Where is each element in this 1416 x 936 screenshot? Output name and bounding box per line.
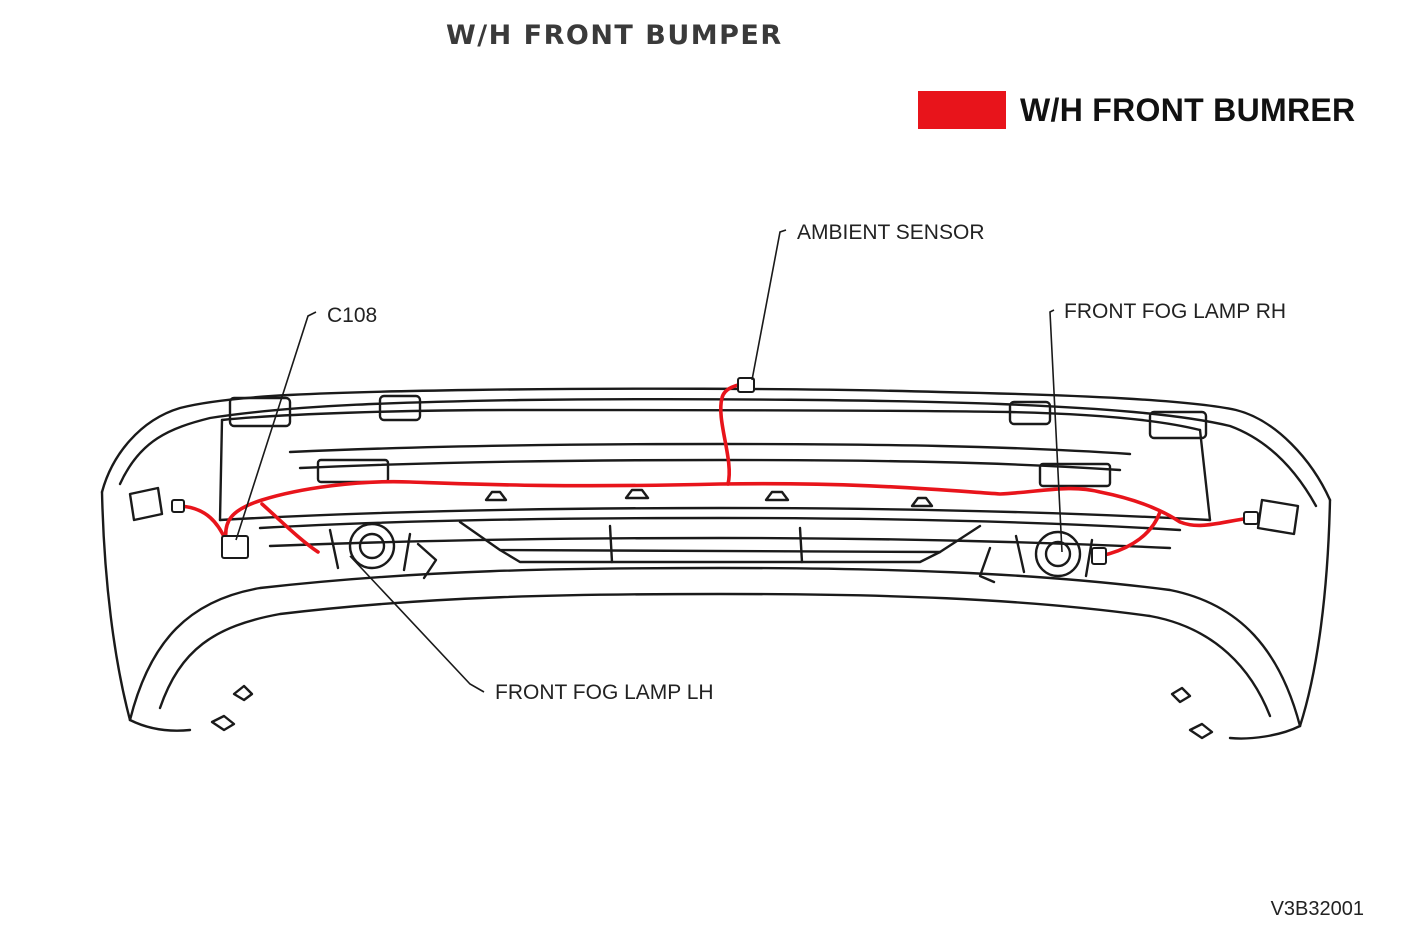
bumper-outline xyxy=(100,387,1332,740)
left-end-connector xyxy=(171,499,185,513)
bumper-top-edge xyxy=(100,387,1332,502)
legend: W/H FRONT BUMRER xyxy=(918,90,1355,130)
lower-lip-inner xyxy=(158,592,1272,718)
harness-main-trunk xyxy=(223,479,1252,542)
tab-bottom-left-2 xyxy=(210,714,236,732)
tab-bottom-right-2 xyxy=(1188,722,1214,740)
diagram-id: V3B32001 xyxy=(1270,898,1364,920)
bracket-right-2 xyxy=(1008,400,1052,426)
fog-lamp-lh-housing xyxy=(348,522,396,570)
clip-2 xyxy=(624,488,650,500)
bottom-edge-right xyxy=(1228,724,1302,740)
harness-fog-rh-branch xyxy=(1098,510,1162,558)
fog-lamp-rh-housing xyxy=(1034,530,1082,578)
harness-c108-drop xyxy=(260,502,320,554)
vent-left xyxy=(128,486,164,522)
bottom-edge-left xyxy=(128,718,192,732)
leader-c108 xyxy=(235,311,317,541)
lower-lip-outer xyxy=(128,566,1302,728)
fog-rh-connector xyxy=(1091,547,1107,565)
inner-channel-bottom xyxy=(298,458,1122,472)
lower-rail xyxy=(258,516,1182,532)
diagram-title: W/H FRONT BUMPER xyxy=(446,20,783,51)
leader-lines xyxy=(235,229,1063,693)
inner-channel-top xyxy=(288,442,1132,456)
leader-fog-rh xyxy=(1049,309,1063,553)
leader-ambient-sensor xyxy=(751,229,787,381)
inner-beam-bottom xyxy=(218,506,1212,522)
connectors xyxy=(171,377,1259,565)
callout-fog-lamp-lh: FRONT FOG LAMP LH xyxy=(495,681,714,704)
callout-fog-lamp-rh: FRONT FOG LAMP RH xyxy=(1064,300,1287,323)
c108-connector xyxy=(221,535,249,559)
bumper-left-end xyxy=(100,490,132,722)
vent-right xyxy=(1256,498,1300,536)
bumper-right-end xyxy=(1298,498,1332,728)
tab-bottom-left-1 xyxy=(232,684,254,702)
clip-3 xyxy=(764,490,790,502)
center-recess-lower xyxy=(498,548,942,564)
center-recess xyxy=(458,520,982,554)
ambient-sensor-connector xyxy=(737,377,755,393)
bracket-right xyxy=(1148,410,1208,440)
bracket-left xyxy=(228,396,292,428)
inner-beam-top xyxy=(220,408,1202,432)
inner-beam-left xyxy=(218,418,224,522)
legend-label: W/H FRONT BUMRER xyxy=(1020,91,1356,128)
inner-beam-right xyxy=(1198,428,1212,522)
lower-rail-2 xyxy=(268,536,1172,550)
callout-c108: C108 xyxy=(327,304,378,327)
clip-1 xyxy=(484,490,508,502)
block-left xyxy=(316,458,390,484)
bracket-left-2 xyxy=(378,394,422,422)
harness-ambient-sensor-branch xyxy=(719,382,748,486)
block-right xyxy=(1038,462,1112,488)
bumper-top-inner xyxy=(118,398,1318,508)
leader-fog-lh xyxy=(349,555,485,693)
callout-ambient-sensor: AMBIENT SENSOR xyxy=(797,221,985,244)
clip-4 xyxy=(910,496,934,508)
right-end-connector xyxy=(1243,511,1259,525)
tab-bottom-right-1 xyxy=(1170,686,1192,704)
legend-swatch-harness xyxy=(918,91,1006,129)
